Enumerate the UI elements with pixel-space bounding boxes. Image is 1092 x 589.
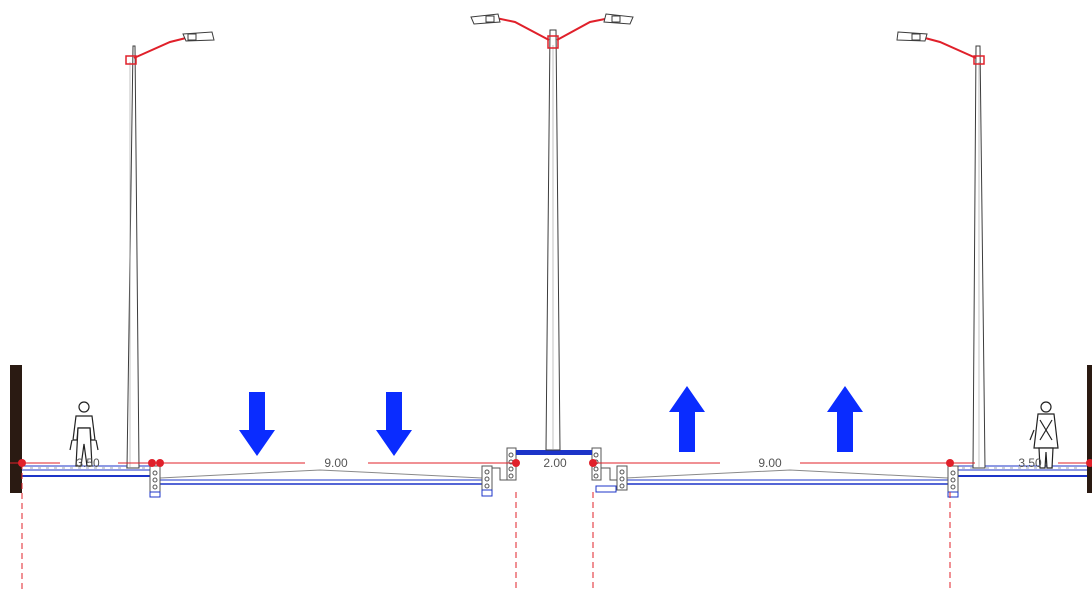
dimension-marker xyxy=(1086,459,1092,467)
curb-right-outer xyxy=(947,465,959,498)
dimension-line xyxy=(10,462,1092,589)
pedestrian-icon-right xyxy=(1029,401,1059,469)
dimension-marker xyxy=(946,459,954,467)
curb-left-outer xyxy=(149,465,161,498)
dimension-marker xyxy=(589,459,597,467)
street-light-right xyxy=(896,31,986,469)
right-carriageway xyxy=(624,469,949,485)
dimension-label-left-sidewalk: 3.50 xyxy=(76,456,100,470)
dimension-label-right-carriageway: 9.00 xyxy=(758,456,782,470)
dimension-label-median: 2.00 xyxy=(543,456,567,470)
median xyxy=(516,450,592,455)
dimension-marker xyxy=(512,459,520,467)
dimension-markers xyxy=(18,459,1092,467)
left-carriageway xyxy=(159,469,483,485)
street-light-median xyxy=(470,13,634,451)
left-boundary-wall xyxy=(10,365,22,493)
direction-arrow-left-2 xyxy=(376,392,412,456)
street-light-left xyxy=(125,31,215,469)
curb-median-left xyxy=(481,447,517,497)
direction-arrow-right-1 xyxy=(669,386,705,452)
direction-arrow-left-1 xyxy=(239,392,275,456)
dimension-label-left-carriageway: 9.00 xyxy=(324,456,348,470)
right-boundary-wall xyxy=(1087,365,1092,493)
curb-median-right xyxy=(591,447,628,493)
dimension-marker xyxy=(148,459,156,467)
dimension-marker xyxy=(18,459,26,467)
direction-arrows xyxy=(239,386,863,456)
pedestrian-icon-left xyxy=(69,401,99,467)
direction-arrow-right-2 xyxy=(827,386,863,452)
dimension-label-right-sidewalk: 3.50 xyxy=(1018,456,1042,470)
dimension-marker xyxy=(156,459,164,467)
